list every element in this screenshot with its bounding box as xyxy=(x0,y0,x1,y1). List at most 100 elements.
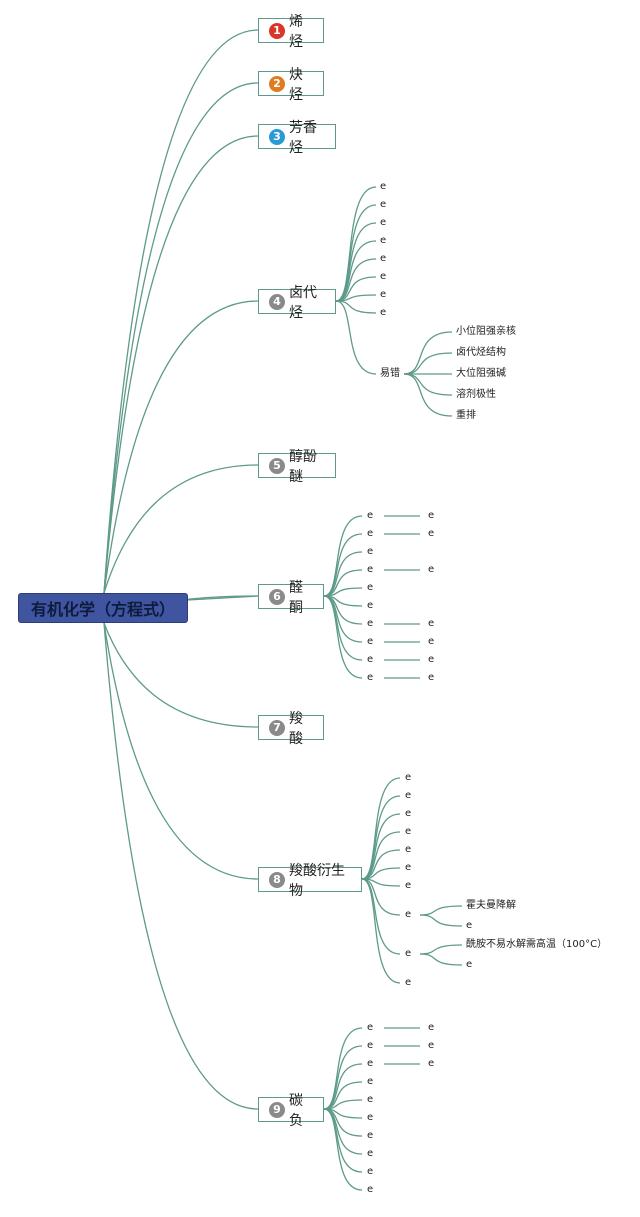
carbanion-leaf[interactable]: e xyxy=(367,1076,374,1087)
leaf-connector xyxy=(323,595,363,643)
acid-deriv-leaf[interactable]: e xyxy=(405,808,412,819)
branch-halide[interactable]: 4 卤代烃 xyxy=(258,285,336,321)
acid-deriv-leaf[interactable]: e xyxy=(405,948,412,959)
leaf-connector xyxy=(361,878,401,916)
carbanion-subleaf[interactable]: e xyxy=(428,1040,435,1051)
branch-aldehyde[interactable]: 6 醛酮 xyxy=(258,580,324,616)
number-badge-5: 5 xyxy=(269,457,285,474)
branch-label: 烯烃 xyxy=(289,13,303,50)
leaf-connector xyxy=(323,1027,363,1110)
aldehyde-subleaf[interactable]: e xyxy=(428,510,435,521)
easy-wrong-item[interactable]: 大位阻强碱 xyxy=(456,368,506,379)
acid-deriv-leaf[interactable]: e xyxy=(405,909,412,920)
acid-deriv-subleaf[interactable]: e xyxy=(466,920,473,931)
carbanion-leaf[interactable]: e xyxy=(367,1130,374,1141)
halide-leaf[interactable]: e xyxy=(380,181,387,192)
branch-alcohol[interactable]: 5 醇酚醚 xyxy=(258,449,336,485)
aldehyde-subleaf[interactable]: e xyxy=(428,528,435,539)
branch-connector xyxy=(103,622,259,880)
carbanion-leaf[interactable]: e xyxy=(367,1094,374,1105)
halide-leaf[interactable]: e xyxy=(380,253,387,264)
easy-wrong-item[interactable]: 重排 xyxy=(456,410,476,421)
aldehyde-subleaf[interactable]: e xyxy=(428,564,435,575)
easy-wrong-item[interactable]: 小位阻强亲核 xyxy=(456,326,516,337)
acid-deriv-leaf[interactable]: e xyxy=(405,790,412,801)
branch-alkene[interactable]: 1 烯烃 xyxy=(258,14,324,50)
easy-wrong-item[interactable]: 卤代烃结构 xyxy=(456,347,506,358)
halide-leaf[interactable]: e xyxy=(380,199,387,210)
amide-hydrolysis-label[interactable]: 酰胺不易水解需高温（100°C） xyxy=(466,939,608,950)
leaf-connector xyxy=(323,515,363,597)
aldehyde-subleaf[interactable]: e xyxy=(428,636,435,647)
leaf-connector xyxy=(335,240,377,302)
leaf-connector xyxy=(323,1108,363,1191)
leaf-connector xyxy=(361,813,401,880)
halide-leaf[interactable]: e xyxy=(380,289,387,300)
branch-aromatic[interactable]: 3 芳香烃 xyxy=(258,120,336,156)
leaf-connector xyxy=(419,953,463,966)
branch-label: 羧酸 xyxy=(289,710,303,747)
carbanion-subleaf[interactable]: e xyxy=(428,1058,435,1069)
leaf-connector xyxy=(419,905,463,916)
easy-wrong-label[interactable]: 易错 xyxy=(380,368,400,379)
branch-alkyne[interactable]: 2 炔烃 xyxy=(258,67,324,103)
branch-acid[interactable]: 7 羧酸 xyxy=(258,711,324,747)
number-badge-9: 9 xyxy=(269,1101,285,1118)
acid-deriv-leaf[interactable]: e xyxy=(405,977,412,988)
aldehyde-leaf[interactable]: e xyxy=(367,528,374,539)
carbanion-leaf[interactable]: e xyxy=(367,1058,374,1069)
aldehyde-subleaf[interactable]: e xyxy=(428,672,435,683)
carbanion-subleaf[interactable]: e xyxy=(428,1022,435,1033)
acid-deriv-leaf[interactable]: e xyxy=(405,844,412,855)
carbanion-leaf[interactable]: e xyxy=(367,1184,374,1195)
branch-label: 炔烃 xyxy=(289,66,303,103)
branch-label: 卤代烃 xyxy=(289,284,317,321)
halide-leaf[interactable]: e xyxy=(380,271,387,282)
easy-wrong-item[interactable]: 溶剂极性 xyxy=(456,389,496,400)
aldehyde-leaf[interactable]: e xyxy=(367,546,374,557)
acid-deriv-subleaf[interactable]: e xyxy=(466,959,473,970)
carbanion-leaf[interactable]: e xyxy=(367,1022,374,1033)
aldehyde-leaf[interactable]: e xyxy=(367,582,374,593)
carbanion-leaf[interactable]: e xyxy=(367,1166,374,1177)
number-badge-2: 2 xyxy=(269,75,285,92)
acid-deriv-leaf[interactable]: e xyxy=(405,862,412,873)
halide-leaf[interactable]: e xyxy=(380,217,387,228)
aldehyde-leaf[interactable]: e xyxy=(367,564,374,575)
aldehyde-leaf[interactable]: e xyxy=(367,618,374,629)
aldehyde-subleaf[interactable]: e xyxy=(428,618,435,629)
root-topic[interactable]: 有机化学（方程式） xyxy=(18,593,188,623)
acid-deriv-leaf[interactable]: e xyxy=(405,826,412,837)
branch-connector xyxy=(103,622,259,1110)
branch-label: 醇酚醚 xyxy=(289,448,317,485)
carbanion-leaf[interactable]: e xyxy=(367,1148,374,1159)
leaf-connector xyxy=(335,300,377,314)
acid-deriv-leaf[interactable]: e xyxy=(405,880,412,891)
number-badge-1: 1 xyxy=(269,22,285,39)
aldehyde-leaf[interactable]: e xyxy=(367,636,374,647)
leaf-connector xyxy=(335,300,377,375)
aldehyde-subleaf[interactable]: e xyxy=(428,654,435,665)
aldehyde-leaf[interactable]: e xyxy=(367,510,374,521)
leaf-connector xyxy=(335,204,377,302)
leaf-connector xyxy=(403,331,453,375)
leaf-connector xyxy=(323,595,363,679)
branch-label: 碳负 xyxy=(289,1092,303,1129)
carbanion-leaf[interactable]: e xyxy=(367,1112,374,1123)
branch-label: 羧酸衍生物 xyxy=(289,862,345,899)
branch-connector xyxy=(103,464,259,594)
leaf-connector xyxy=(419,914,463,927)
acid-deriv-leaf[interactable]: e xyxy=(405,772,412,783)
hofmann-degradation-label[interactable]: 霍夫曼降解 xyxy=(466,900,516,911)
leaf-connector xyxy=(361,795,401,880)
branch-acid-derivative[interactable]: 8 羧酸衍生物 xyxy=(258,863,362,899)
carbanion-leaf[interactable]: e xyxy=(367,1040,374,1051)
aldehyde-leaf[interactable]: e xyxy=(367,672,374,683)
leaf-connector xyxy=(361,878,401,984)
aldehyde-leaf[interactable]: e xyxy=(367,600,374,611)
halide-leaf[interactable]: e xyxy=(380,307,387,318)
halide-leaf[interactable]: e xyxy=(380,235,387,246)
branch-carbanion[interactable]: 9 碳负 xyxy=(258,1093,324,1129)
number-badge-7: 7 xyxy=(269,719,285,736)
aldehyde-leaf[interactable]: e xyxy=(367,654,374,665)
